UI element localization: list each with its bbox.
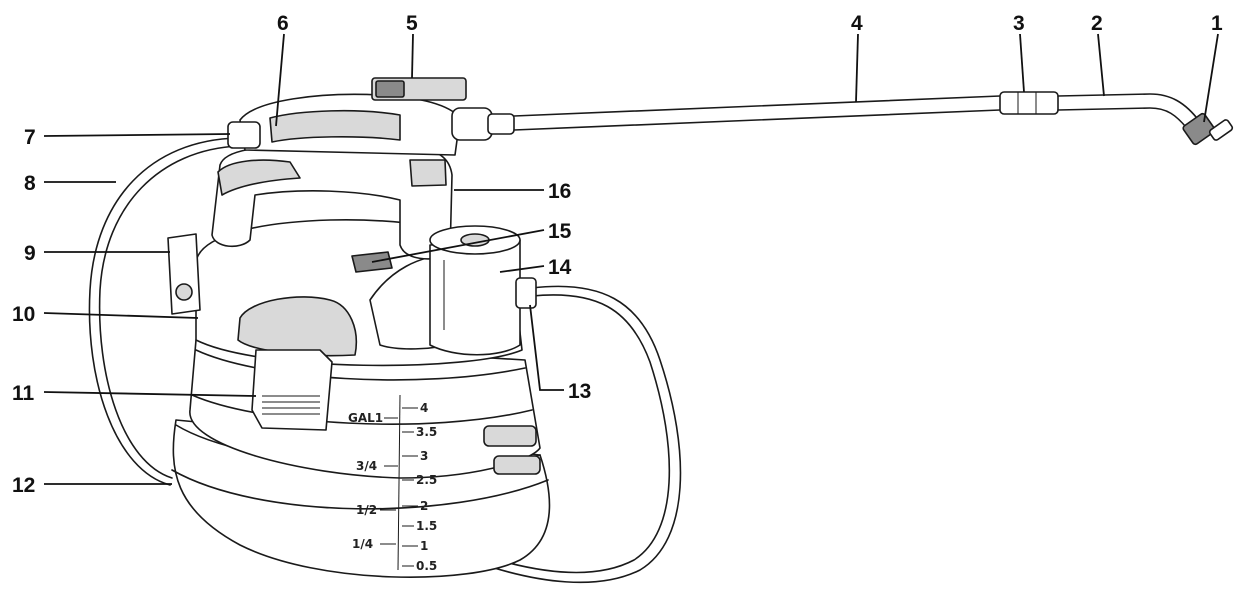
scale-l-2: 2 [420,499,428,513]
callout-15: 15 [548,220,572,243]
hose-connector [515,277,537,309]
hose-right [469,285,682,584]
callout-numbers: 1 2 3 4 5 6 7 8 9 10 11 12 13 14 15 16 [12,12,1223,497]
callout-14: 14 [548,256,572,279]
leader-14 [499,265,545,273]
scale-l-1-5: 1.5 [416,519,437,533]
wand-coupling [999,91,1059,115]
callout-5: 5 [406,12,418,35]
trigger-assembly [227,77,467,156]
leader-6 [275,33,285,127]
leader-5 [411,33,414,79]
callout-3: 3 [1013,12,1025,35]
callout-leaders [43,33,1219,485]
nozzle [1182,112,1234,146]
tank-side-clips [483,425,541,475]
scale-gal-1-2: 1/2 [356,503,377,517]
callout-2: 2 [1091,12,1103,35]
callout-12: 12 [12,474,35,497]
leader-10 [43,312,199,319]
scale-l-3-5: 3.5 [416,425,437,439]
callout-9: 9 [24,242,36,265]
scale-l-3: 3 [420,449,428,463]
latch [251,349,333,431]
callout-11: 11 [12,382,35,405]
leader-7 [43,133,231,137]
scale-l-1: 1 [420,539,428,553]
callout-4: 4 [851,12,863,35]
callout-7: 7 [24,126,36,149]
leader-4 [855,33,859,103]
callout-10: 10 [12,303,35,326]
callout-13: 13 [568,380,591,403]
leader-15 [371,229,545,263]
scale-l-2-5: 2.5 [416,473,437,487]
handle [211,146,453,260]
tank-measurement-scale: GAL1 3/4 1/2 1/4 4 3.5 3 2.5 2 1.5 1 0.5 [348,401,437,573]
callout-8: 8 [24,172,36,195]
callout-1: 1 [1211,12,1223,35]
scale-l-4: 4 [420,401,428,415]
leader-11 [43,391,257,397]
scale-gal-1: GAL1 [348,411,383,425]
spray-wand [451,91,1234,146]
side-holder [167,233,201,315]
leader-13 [529,304,564,391]
leader-1 [1203,33,1219,123]
scale-gal-1-4: 1/4 [352,537,373,551]
callout-16: 16 [548,180,571,203]
pump-cylinder [429,225,521,356]
hose-left [88,137,239,486]
scale-l-0-5: 0.5 [416,559,437,573]
leader-2 [1097,33,1105,97]
callout-6: 6 [277,12,289,35]
scale-gal-3-4: 3/4 [356,459,377,473]
leader-3 [1019,33,1025,93]
